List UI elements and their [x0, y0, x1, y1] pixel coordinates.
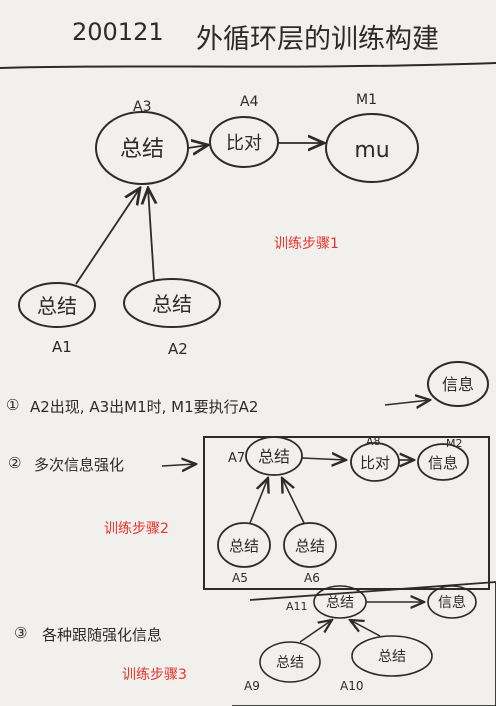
page-date: 200121: [72, 18, 164, 46]
step-2-number: ②: [8, 454, 21, 472]
node-a3-text: 总结: [120, 137, 164, 162]
step-3: ③ 各种跟随强化信息: [14, 624, 162, 644]
step-3-number: ③: [14, 624, 27, 642]
node-label-a5: A5: [232, 571, 248, 585]
node-label-a7: A7: [228, 451, 245, 466]
diagram-3: A11 总结 信息 总结 A9 总结 A10: [232, 581, 496, 706]
node-a4-text: 比对: [226, 133, 262, 154]
arrow-a9-a11: [299, 620, 332, 643]
step-1-tail: 信息: [442, 375, 474, 394]
node-a5: [217, 522, 271, 568]
node-label-a10: A10: [340, 679, 363, 693]
node-label-a4: A4: [240, 94, 259, 110]
node-a6: [283, 522, 337, 568]
step-1: ① A2出现, A3出M1时, M1要执行A2 信息: [6, 361, 489, 416]
node-label-a9: A9: [244, 679, 260, 693]
arrow-a6-a7: [282, 478, 305, 524]
arrow-a5-a7: [249, 478, 268, 524]
step-2: ② 多次信息强化: [8, 454, 196, 474]
node-a1-text: 总结: [37, 294, 77, 318]
node-a11-text: 总结: [326, 595, 354, 611]
caption-step-3: 训练步骤3: [122, 667, 187, 683]
diagram-2-frame: [203, 436, 490, 590]
step-2-text: 多次信息强化: [34, 456, 124, 474]
diagram-3-frame: [232, 581, 496, 706]
page-title: 外循环层的训练构建: [196, 24, 439, 55]
node-m2: [417, 443, 469, 481]
title-underline: [0, 62, 496, 69]
node-a8-text: 比对: [360, 454, 390, 472]
node-label-a8: A8: [366, 435, 381, 448]
caption-step-2: 训练步骤2: [104, 521, 169, 537]
node-m2-text: 信息: [428, 454, 458, 472]
node-label-m2: M2: [446, 437, 463, 450]
node-m3-text: 信息: [438, 594, 466, 611]
node-a7-text: 总结: [258, 447, 290, 466]
node-a5-text: 总结: [229, 537, 259, 555]
node-label-a11: A11: [286, 600, 308, 613]
node-a2: [123, 278, 221, 328]
step-1-number: ①: [6, 396, 19, 414]
node-label-a3: A3: [133, 99, 151, 115]
node-a10-text: 总结: [378, 649, 406, 665]
node-a2-text: 总结: [152, 292, 192, 316]
arrow-a3-a4: [187, 145, 208, 148]
arrow-a7-a8: [301, 458, 346, 460]
node-label-a1: A1: [52, 338, 72, 356]
node-a10: [351, 635, 433, 677]
node-label-a2: A2: [168, 340, 188, 358]
node-m1-text: mu: [354, 138, 389, 163]
diagram-1: A3 A4 M1 总结 比对 mu 总结 A1 总结 A2: [18, 92, 419, 358]
node-a9-text: 总结: [276, 655, 304, 671]
arrow-a10-a11: [350, 620, 381, 637]
node-m1: [325, 113, 419, 183]
diagram-2: A7 总结 A8 比对 M2 信息 总结 A5 总结 A6: [203, 435, 490, 590]
step-2-arrow: [161, 464, 196, 466]
node-a6-text: 总结: [295, 537, 325, 555]
node-a7: [245, 436, 303, 476]
arrow-a2-a3: [148, 188, 154, 281]
node-m3: [427, 585, 477, 619]
step-3-text: 各种跟随强化信息: [42, 626, 162, 644]
node-a9: [259, 641, 321, 683]
node-a8: [350, 442, 400, 482]
step-1-result-node: [427, 361, 489, 407]
arrow-a1-a3: [75, 188, 140, 285]
node-a1: [18, 282, 96, 328]
step-1-arrow: [384, 400, 430, 405]
caption-step-1: 训练步骤1: [274, 236, 339, 252]
node-label-m1: M1: [356, 92, 377, 108]
step-1-text: A2出现, A3出M1时, M1要执行A2: [30, 398, 258, 416]
node-label-a6: A6: [304, 571, 320, 585]
